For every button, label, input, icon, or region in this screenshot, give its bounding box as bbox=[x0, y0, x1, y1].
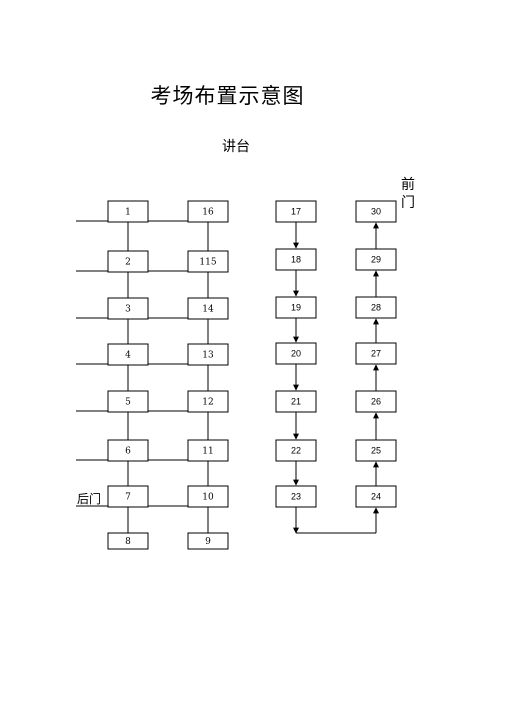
seat-number: 17 bbox=[291, 207, 301, 217]
seat-number: 2 bbox=[125, 258, 131, 268]
seat-box bbox=[107, 250, 149, 273]
seat-11: 11 bbox=[187, 439, 229, 462]
seat-box bbox=[187, 439, 229, 462]
seat-30: 30 bbox=[355, 200, 397, 223]
seat-box bbox=[187, 200, 229, 223]
seat-28: 28 bbox=[355, 296, 397, 319]
seat-16: 16 bbox=[187, 200, 229, 223]
seat-7: 7 bbox=[107, 485, 149, 508]
seat-21: 21 bbox=[275, 390, 317, 413]
seat-box bbox=[275, 439, 317, 462]
seat-number: 26 bbox=[371, 397, 381, 407]
seat-box bbox=[187, 485, 229, 508]
seat-box bbox=[187, 532, 229, 550]
seat-number: 22 bbox=[291, 446, 301, 456]
seat-number: 9 bbox=[205, 537, 211, 547]
seat-number: 8 bbox=[125, 537, 131, 547]
seat-box bbox=[355, 200, 397, 223]
seat-number: 16 bbox=[202, 208, 214, 218]
seat-26: 26 bbox=[355, 390, 397, 413]
seat-number: 13 bbox=[202, 351, 214, 361]
podium-label: 讲台 bbox=[222, 139, 250, 155]
seat-20: 20 bbox=[275, 342, 317, 365]
seat-box bbox=[187, 250, 229, 273]
seat-8: 8 bbox=[107, 532, 149, 550]
seat-10: 10 bbox=[187, 485, 229, 508]
seat-box bbox=[275, 296, 317, 319]
seat-number: 12 bbox=[202, 398, 213, 408]
seat-box bbox=[187, 343, 229, 366]
seat-22: 22 bbox=[275, 439, 317, 462]
seat-box bbox=[355, 390, 397, 413]
seat-box bbox=[275, 248, 317, 271]
seat-3: 3 bbox=[107, 297, 149, 320]
seat-number: 25 bbox=[371, 446, 381, 456]
seat-number: 6 bbox=[125, 447, 131, 457]
seat-box bbox=[355, 485, 397, 508]
seat-box bbox=[107, 343, 149, 366]
seat-12: 12 bbox=[187, 390, 229, 413]
seat-18: 18 bbox=[275, 248, 317, 271]
seat-box bbox=[107, 390, 149, 413]
seat-number: 1 bbox=[125, 208, 131, 218]
seat-number: 30 bbox=[371, 207, 381, 217]
front-door-label: 前门 bbox=[401, 177, 415, 211]
seat-box bbox=[187, 297, 229, 320]
seat-box bbox=[107, 532, 149, 550]
seat-1: 1 bbox=[107, 200, 149, 223]
seat-number: 21 bbox=[291, 397, 301, 407]
seat-number: 27 bbox=[371, 349, 381, 359]
seat-29: 29 bbox=[355, 248, 397, 271]
seat-23: 23 bbox=[275, 485, 317, 508]
seat-number: 115 bbox=[199, 258, 216, 268]
back-door-label: 后门 bbox=[77, 492, 102, 506]
seat-number: 29 bbox=[371, 255, 381, 265]
seat-number: 24 bbox=[371, 492, 381, 502]
seat-number: 18 bbox=[291, 255, 301, 265]
seat-number: 20 bbox=[291, 349, 301, 359]
seat-number: 23 bbox=[291, 492, 301, 502]
seat-number: 11 bbox=[202, 447, 213, 457]
seat-9: 9 bbox=[187, 532, 229, 550]
seat-number: 28 bbox=[371, 303, 381, 313]
seat-box bbox=[355, 342, 397, 365]
seat-number: 3 bbox=[125, 305, 131, 315]
seat-box bbox=[275, 342, 317, 365]
seat-2: 2 bbox=[107, 250, 149, 273]
seat-box bbox=[355, 248, 397, 271]
seat-6: 6 bbox=[107, 439, 149, 462]
seat-box bbox=[187, 390, 229, 413]
seat-box bbox=[107, 297, 149, 320]
seat-box bbox=[107, 200, 149, 223]
seat-number: 10 bbox=[202, 493, 214, 503]
seat-box bbox=[355, 296, 397, 319]
seat-box bbox=[275, 200, 317, 223]
seat-number: 4 bbox=[125, 351, 131, 361]
seat-24: 24 bbox=[355, 485, 397, 508]
seat-box bbox=[107, 485, 149, 508]
seat-box bbox=[275, 390, 317, 413]
seat-17: 17 bbox=[275, 200, 317, 223]
seat-number: 5 bbox=[125, 398, 131, 408]
seat-4: 4 bbox=[107, 343, 149, 366]
seat-number: 19 bbox=[291, 303, 301, 313]
seat-5: 5 bbox=[107, 390, 149, 413]
seat-25: 25 bbox=[355, 439, 397, 462]
seat-number: 14 bbox=[202, 305, 214, 315]
seat-number: 7 bbox=[125, 493, 131, 503]
seat-box bbox=[355, 439, 397, 462]
seat-115: 115 bbox=[187, 250, 229, 273]
seat-19: 19 bbox=[275, 296, 317, 319]
seat-13: 13 bbox=[187, 343, 229, 366]
seat-14: 14 bbox=[187, 297, 229, 320]
diagram-title: 考场布置示意图 bbox=[150, 84, 305, 108]
seat-27: 27 bbox=[355, 342, 397, 365]
seat-box bbox=[275, 485, 317, 508]
seat-box bbox=[107, 439, 149, 462]
